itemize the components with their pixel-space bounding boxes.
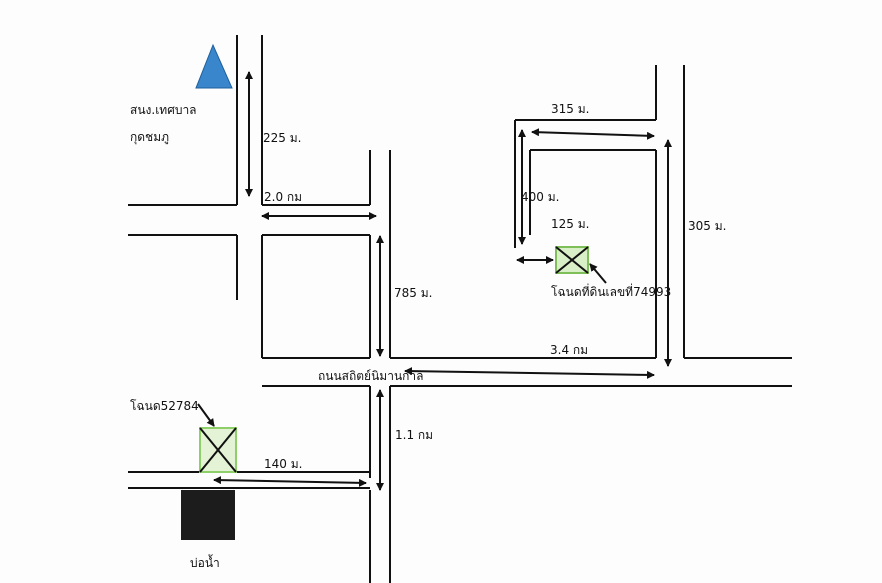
distance-label-225m: 225 ม. — [263, 131, 302, 145]
road-name-label: ถนนสถิตย์นิมานกาล — [318, 369, 424, 383]
deed-52784-label: โฉนด52784 — [130, 399, 199, 413]
office-label-line1: สนง.เทศบาล — [130, 103, 197, 117]
distance-label-3-4km: 3.4 กม — [550, 343, 589, 357]
arrow-140m — [213, 476, 367, 487]
distance-label-140m: 140 ม. — [264, 457, 303, 471]
distance-label-125m: 125 ม. — [551, 217, 590, 231]
deed-74993-label: โฉนดที่ดินเลขที่74993 — [551, 285, 672, 299]
distance-label-1-1km: 1.1 กม — [395, 428, 434, 442]
distance-label-400m: 400 ม. — [521, 190, 560, 204]
distance-arrows — [197, 71, 672, 491]
land-plot-74993-icon — [555, 246, 589, 274]
office-label-line2: กุดชมภู — [130, 130, 170, 144]
distance-label-785m: 785 ม. — [394, 286, 433, 300]
pond-label: บ่อน้ำ — [190, 556, 220, 570]
arrow-3-4km — [404, 367, 655, 379]
distance-label-2-0km: 2.0 กม — [264, 190, 303, 204]
arrow-315m — [531, 128, 655, 140]
distance-label-315m: 315 ม. — [551, 102, 590, 116]
leader-deed-52784 — [197, 403, 215, 427]
leader-deed-74993 — [589, 263, 607, 284]
distance-label-305m: 305 ม. — [688, 219, 727, 233]
road-network — [128, 35, 792, 583]
pond-filled-square-icon — [181, 490, 235, 540]
office-triangle-icon — [195, 43, 233, 89]
land-plot-52784-icon — [199, 427, 237, 473]
